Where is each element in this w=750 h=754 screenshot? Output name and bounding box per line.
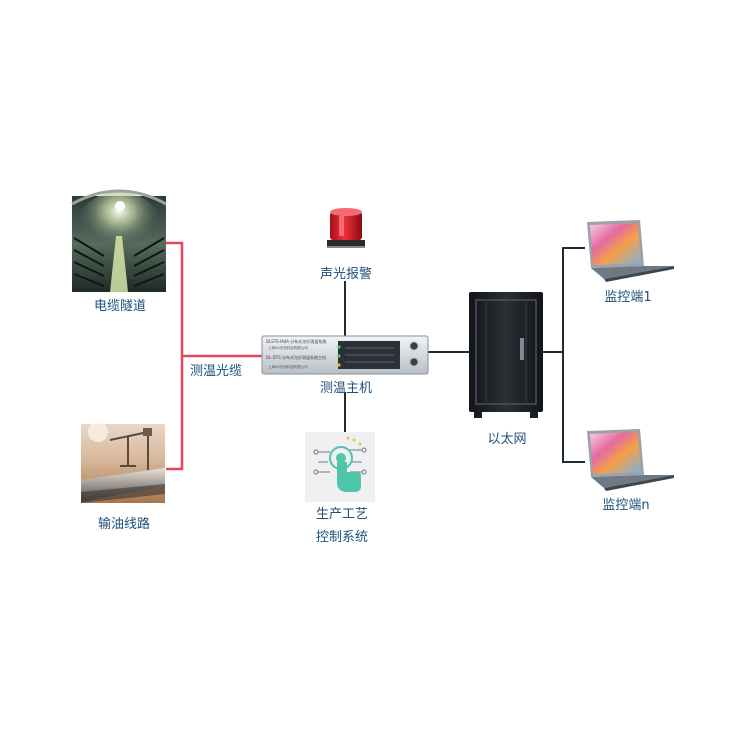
monitor-n-label: 监控端n (602, 498, 650, 513)
process-control-label-1: 生产工艺 (315, 507, 369, 522)
oil-pipeline-photo (81, 422, 165, 503)
laptop-icon (587, 429, 674, 491)
warning-light-icon (327, 208, 365, 248)
alarm-label: 声光报警 (319, 267, 373, 282)
fiber-cable-lines (166, 241, 262, 471)
host-panel-text-4: 上海XX光电科技有限公司 (268, 365, 308, 369)
host-device (261, 335, 429, 375)
network-lines (344, 247, 585, 463)
host-panel-text-2: 上海XX光电科技有限公司 (268, 346, 308, 350)
cable-tunnel-label: 电缆隧道 (93, 299, 147, 314)
fiber-cable-label: 测温光缆 (189, 364, 243, 379)
oil-pipeline-label: 输油线路 (97, 517, 151, 532)
host-label: 测温主机 (319, 381, 373, 396)
monitor-1-label: 监控端1 (604, 290, 652, 305)
server-rack-icon (469, 292, 543, 418)
cable-tunnel-photo (71, 189, 167, 292)
laptop-icon (587, 220, 674, 282)
host-panel-text-1: DLSTS-M4A 分布式光纤测温系统 (266, 339, 327, 344)
ethernet-label: 以太网 (487, 432, 527, 447)
host-panel-text-3: DL-DTS 分布式光纤测温系统主机 (266, 355, 327, 360)
process-control-label-2: 控制系统 (315, 530, 369, 545)
touch-control-icon (305, 432, 375, 502)
